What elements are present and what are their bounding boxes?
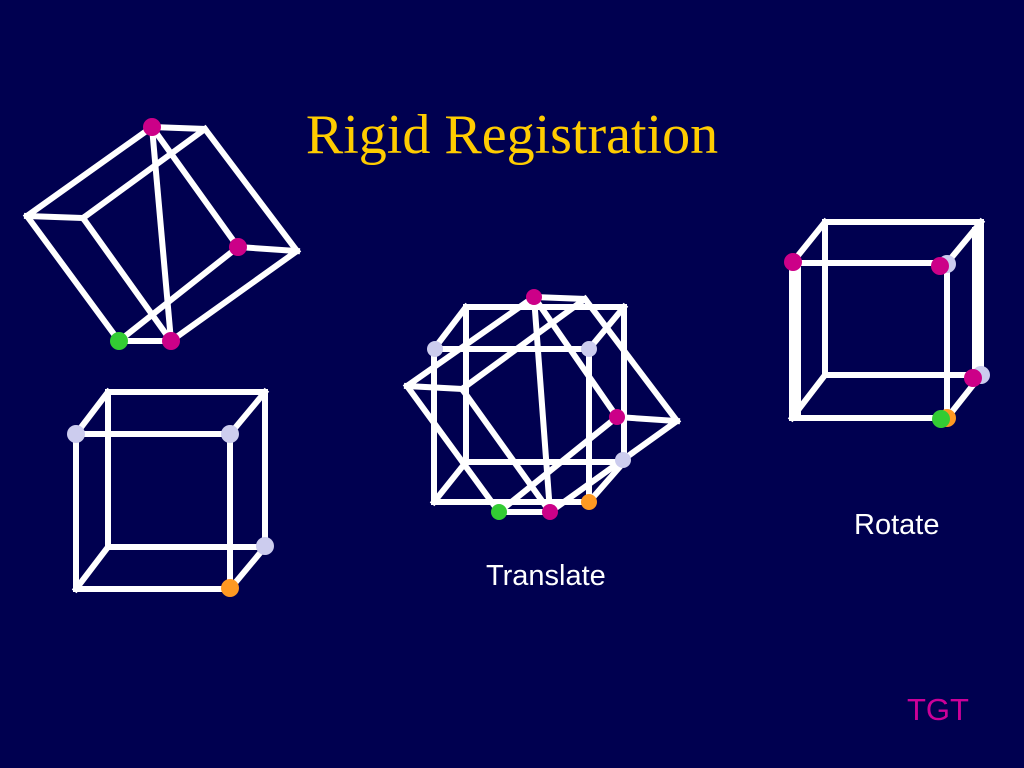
marker-magenta	[162, 332, 180, 350]
cube-c-edge	[429, 302, 471, 354]
marker-magenta	[143, 118, 161, 136]
cube-b-front-face	[73, 431, 233, 592]
cube-c-rotated-front	[402, 292, 622, 517]
marker-lavender	[615, 452, 631, 468]
marker-magenta	[542, 504, 558, 520]
marker-orange	[221, 579, 239, 597]
translate-label: Translate	[486, 560, 606, 592]
cube-d-front-face	[789, 260, 950, 421]
cube-d-back-face	[822, 219, 984, 378]
rotate-label: Rotate	[854, 509, 940, 541]
cube-c-edge	[429, 457, 471, 507]
marker-magenta	[964, 369, 982, 387]
cube-b-back-face	[105, 389, 268, 550]
marker-lavender	[67, 425, 85, 443]
cube-a-edge	[23, 212, 87, 222]
cube-a-edge	[234, 243, 301, 255]
marker-lavender	[427, 341, 443, 357]
marker-lavender	[581, 341, 597, 357]
marker-magenta	[931, 257, 949, 275]
marker-magenta	[609, 409, 625, 425]
marker-green	[491, 504, 507, 520]
marker-magenta	[784, 253, 802, 271]
cube-c-edge	[457, 384, 555, 517]
cube-rotated-right	[784, 217, 990, 428]
cube-rotated-top-left	[22, 118, 302, 350]
marker-green	[110, 332, 128, 350]
marker-green	[932, 410, 950, 428]
cube-b-edge	[71, 542, 113, 594]
cube-c-edge	[457, 294, 590, 394]
cube-reference-bottom-left	[67, 387, 274, 597]
cube-c-square-front	[431, 346, 592, 505]
cube-c-edge	[613, 413, 681, 425]
slide-title: Rigid Registration	[305, 104, 719, 166]
cube-a-edge	[78, 124, 210, 223]
marker-orange	[581, 494, 597, 510]
cube-b-edge	[225, 387, 270, 439]
marker-lavender	[256, 537, 274, 555]
cube-c-edge	[584, 457, 629, 507]
footer-tag: TGT	[907, 692, 969, 727]
marker-magenta	[526, 289, 542, 305]
cube-a-edge	[78, 213, 176, 346]
marker-lavender	[221, 425, 239, 443]
cube-c-edge	[403, 382, 466, 393]
cube-translated-overlay	[402, 289, 682, 520]
marker-magenta	[229, 238, 247, 256]
